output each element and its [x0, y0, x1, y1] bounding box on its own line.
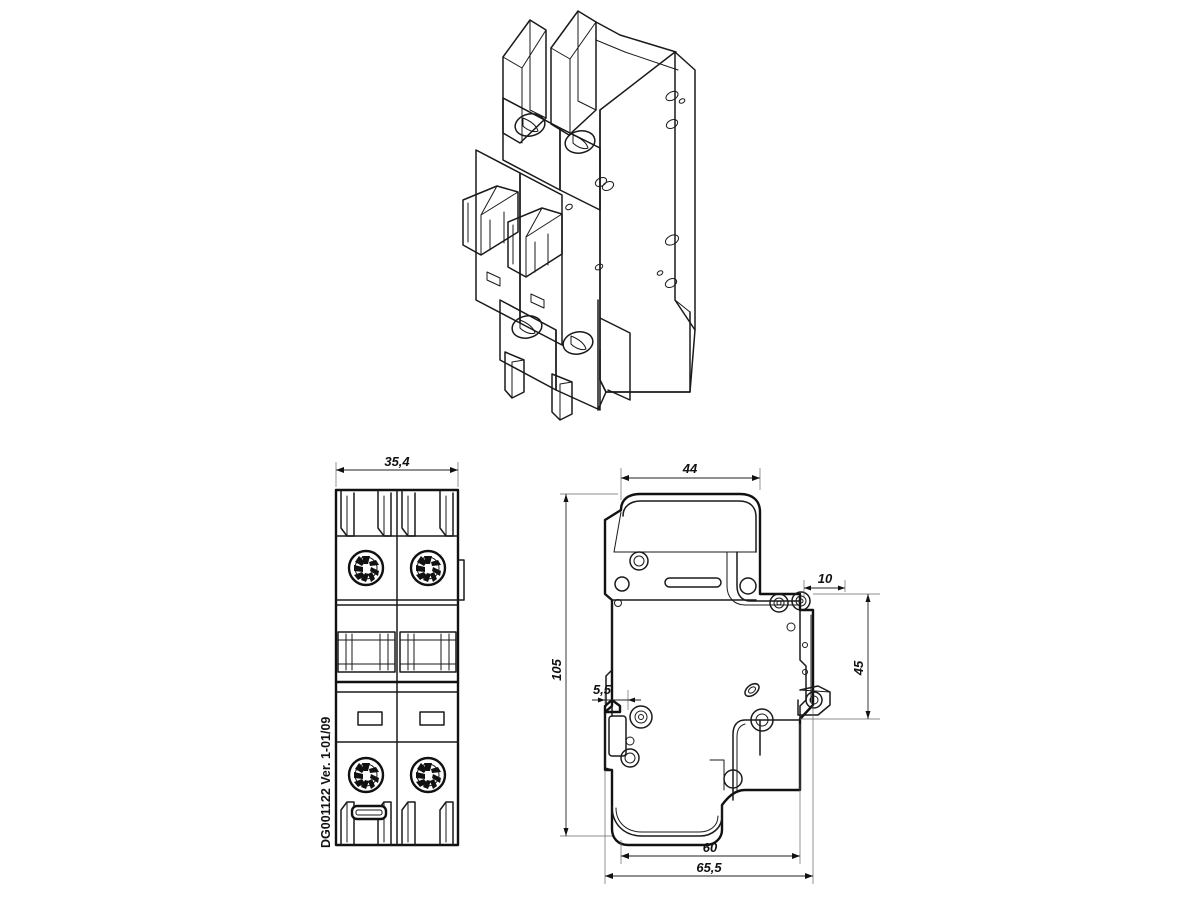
dim-label-depth-44: 44 [682, 461, 698, 476]
isometric-view [462, 10, 696, 421]
dim-label-clip-55: 5,5 [593, 682, 612, 697]
dim-label-total-655: 65,5 [696, 860, 722, 875]
terminal-screw-front-bottom-right [409, 756, 447, 794]
terminal-screw-front-bottom-left [347, 756, 385, 794]
dimension-width-354: 35,4 [335, 454, 459, 487]
terminal-screw-front-top-left [347, 549, 385, 587]
dim-label-height-105: 105 [549, 658, 564, 680]
terminal-screw-bottom-left [511, 315, 543, 339]
terminal-screw-bottom-right [562, 331, 594, 355]
dimension-height-105: 105 [549, 493, 618, 837]
terminal-screw-top-left [514, 113, 546, 137]
dimension-total-655: 65,5 [604, 705, 814, 884]
revision-label: DG001122 Ver. 1-01/09 [319, 717, 333, 848]
dim-label-height-45: 45 [851, 660, 866, 676]
terminal-screw-front-top-right [409, 549, 447, 587]
dimension-depth-44: 44 [620, 461, 761, 500]
terminal-screw-top-right [564, 130, 596, 154]
front-view: 35,4 DG001122 Ver. 1-01/09 [319, 454, 465, 848]
dimension-base-60: 60 [620, 724, 801, 864]
revision-label-group: DG001122 Ver. 1-01/09 [319, 717, 333, 848]
toggle-handle-left [462, 185, 519, 256]
dim-label-base-60: 60 [703, 840, 718, 855]
dim-label-offset-10: 10 [818, 571, 833, 586]
toggle-handle-right [507, 207, 563, 278]
dim-label-width-354: 35,4 [384, 454, 410, 469]
dimension-offset-10: 10 [803, 571, 846, 598]
dimension-clip-55: 5,5 [592, 682, 641, 710]
side-view: 44 10 105 [549, 461, 880, 884]
